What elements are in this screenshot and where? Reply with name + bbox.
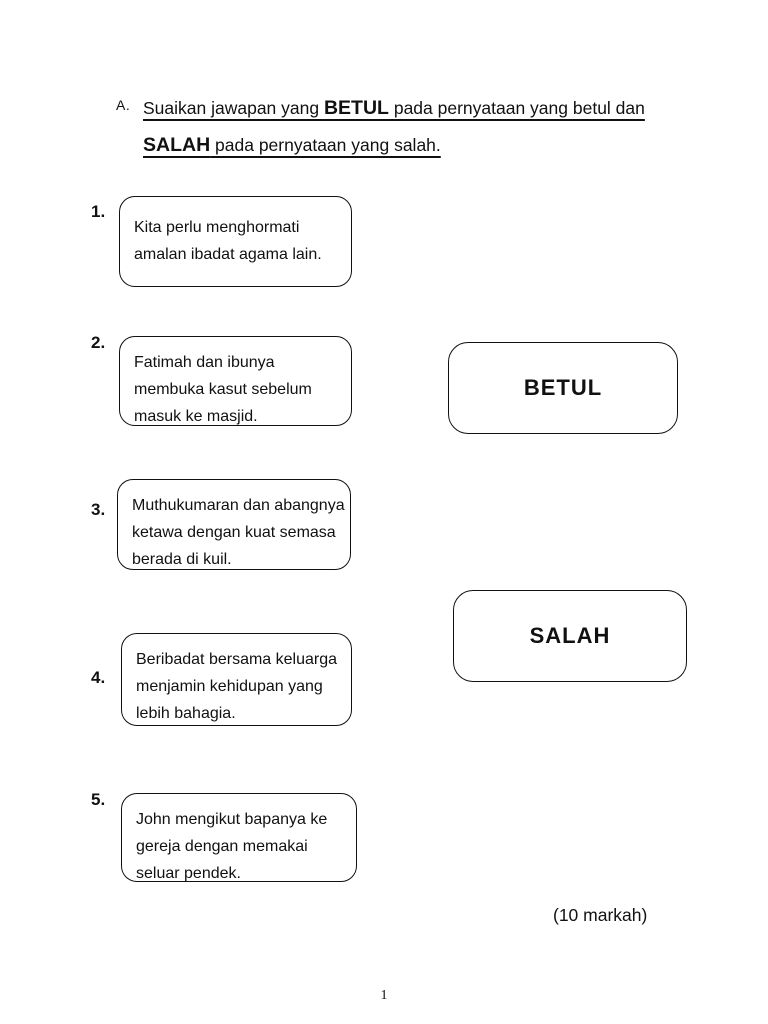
instruction-line2-bold: SALAH — [143, 134, 211, 156]
statement-text-line: gereja dengan memakai — [136, 838, 308, 855]
instruction-line1-bold: BETUL — [323, 97, 389, 119]
statement-text-line: Kita perlu menghormati — [134, 219, 300, 236]
statement-text-line: masuk ke masjid. — [134, 408, 258, 425]
instruction-line-1: Suaikan jawapan yang BETUL pada pernyata… — [143, 90, 645, 127]
statement-box: Muthukumaran dan abangnya ketawa dengan … — [117, 479, 351, 570]
statement-text-line: membuka kasut sebelum — [134, 381, 312, 398]
statement-number: 5. — [91, 790, 106, 809]
section-label: A. — [116, 97, 131, 113]
statement-text-line: Fatimah dan ibunya — [134, 354, 275, 371]
instruction-text: Suaikan jawapan yang BETUL pada pernyata… — [143, 90, 703, 164]
statement-text-line: menjamin kehidupan yang — [136, 678, 323, 695]
answer-box-betul: BETUL — [448, 342, 678, 434]
answer-box-salah: SALAH — [453, 590, 687, 682]
instruction-line1-post: pada pernyataan yang betul dan — [388, 98, 645, 118]
statement-box: Fatimah dan ibunya membuka kasut sebelum… — [119, 336, 352, 426]
statement-text-line: berada di kuil. — [132, 551, 232, 568]
statement-text-line: John mengikut bapanya ke — [136, 811, 328, 828]
instruction-line2-post: pada pernyataan yang salah. — [210, 135, 441, 155]
page-number: 1 — [380, 988, 388, 1003]
instruction-line1-pre: Suaikan jawapan yang — [143, 98, 324, 118]
statement-text-line: seluar pendek. — [136, 865, 241, 882]
statement-box: Beribadat bersama keluarga menjamin kehi… — [121, 633, 352, 726]
instruction-line-2: SALAH pada pernyataan yang salah. — [143, 127, 441, 164]
marks-note: (10 markah) — [553, 905, 648, 925]
statement-text-line: ketawa dengan kuat semasa — [132, 524, 336, 541]
statement-box: Kita perlu menghormati amalan ibadat aga… — [119, 196, 352, 287]
statement-number: 3. — [91, 500, 106, 519]
statement-number: 2. — [91, 333, 106, 352]
statement-text-line: Muthukumaran dan abangnya — [132, 497, 345, 514]
answer-label: SALAH — [529, 623, 611, 648]
statement-text-line: amalan ibadat agama lain. — [134, 246, 322, 263]
statement-box: John mengikut bapanya ke gereja dengan m… — [121, 793, 357, 882]
statement-number: 1. — [91, 202, 106, 221]
answer-label: BETUL — [523, 375, 603, 400]
statement-number: 4. — [91, 668, 106, 687]
statement-text-line: Beribadat bersama keluarga — [136, 651, 338, 668]
statement-text-line: lebih bahagia. — [136, 705, 236, 722]
